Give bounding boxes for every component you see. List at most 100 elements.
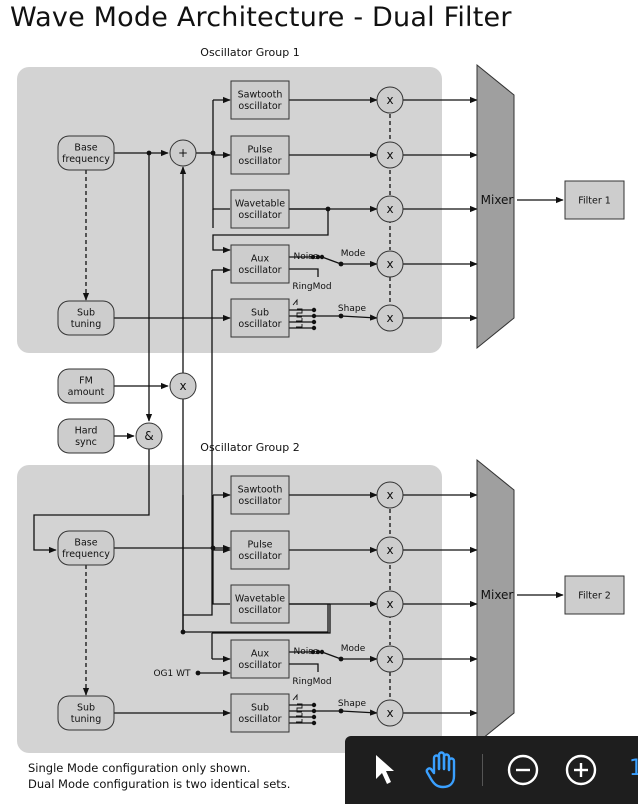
group-1-multiplier-3 [376, 195, 404, 223]
group-1-multiplier-5 [376, 304, 404, 332]
group-1-multiplier-1-symbol: x [386, 93, 393, 107]
group-1-mode-switch-arm [321, 256, 342, 265]
zoom-out-icon[interactable] [501, 736, 545, 804]
group-1-aux-oscillator [230, 244, 290, 284]
hard-sync-and [135, 422, 163, 450]
og1-wt-dot [195, 670, 201, 676]
hard-sync [57, 418, 115, 454]
group-1-mixer-label: Mixer [481, 193, 514, 207]
g2-bus-junction [210, 545, 216, 551]
group-2-panel [17, 465, 442, 753]
group-2-mode-label: Mode [341, 644, 366, 654]
group-2-noise-label: Noise [294, 647, 319, 657]
zoom-in-icon[interactable] [559, 736, 603, 804]
group-1-noise-label: Noise [294, 252, 319, 262]
group-1-multiplier-2 [376, 141, 404, 169]
group-1-multiplier-4-symbol: x [386, 257, 393, 271]
group-2-ringmod-wire [289, 663, 319, 672]
switch-contact [315, 254, 321, 260]
group-1-adder-symbol: + [178, 146, 188, 160]
group-1-sub-oscillator [230, 298, 290, 338]
hard-sync-and-symbol: & [144, 429, 153, 443]
group-2-multiplier-3-symbol: x [386, 597, 393, 611]
group-1-shape-glyphs [292, 298, 303, 328]
group-2-multiplier-4 [376, 645, 404, 673]
group-2-multiplier-2 [376, 536, 404, 564]
switch-contact [311, 702, 317, 708]
group-2-sub-oscillator [230, 693, 290, 733]
g2-aux-loop [212, 604, 331, 634]
switch-contact [311, 313, 317, 319]
switch-contact [311, 325, 317, 331]
group-2-multiplier-2-symbol: x [386, 543, 393, 557]
group-2-multiplier-3 [376, 590, 404, 618]
group-1-ringmod-label: RingMod [292, 282, 331, 292]
switch-contact [319, 254, 325, 260]
switch-contact [311, 307, 317, 313]
group-2-base-frequency [57, 530, 115, 566]
group-2-filter-label: Filter 2 [578, 590, 611, 601]
group-2-multiplier-5-symbol: x [386, 706, 393, 720]
switch-contact [310, 254, 316, 260]
group-1-title: Oscillator Group 1 [200, 46, 299, 59]
fm-multiplier-symbol: x [179, 379, 186, 393]
group-2-multiplier-5 [376, 699, 404, 727]
group-1-filter-label: Filter 1 [578, 195, 611, 206]
fm-group2-junction [180, 629, 186, 635]
group-2-ringmod-label: RingMod [292, 677, 331, 687]
group-1-mixer [476, 63, 515, 350]
switch-contact [315, 649, 321, 655]
group-2-pulse-oscillator [230, 530, 290, 570]
group-1-shape-label: Shape [338, 304, 367, 314]
group-2-shape-label: Shape [338, 699, 367, 709]
zoom-level-text[interactable]: 1 [629, 756, 638, 781]
hand-icon[interactable] [417, 736, 467, 804]
page-title: Wave Mode Architecture - Dual Filter [10, 2, 512, 33]
mode-switch-pivot [338, 261, 344, 267]
group-1-multiplier-1 [376, 86, 404, 114]
group-1-shape-out [340, 314, 378, 321]
group-1-panel [17, 67, 442, 353]
shape-switch-pivot [338, 708, 344, 714]
group-1-multiplier-2-symbol: x [386, 148, 393, 162]
group-1-filter [564, 180, 625, 220]
g1-base-junction [146, 150, 152, 156]
og1-wt-label: OG1 WT [153, 669, 191, 679]
switch-contact [311, 720, 317, 726]
footnote-line-2: Dual Mode configuration is two identical… [28, 777, 291, 791]
group-2-bus-vertical [212, 495, 230, 605]
group-2-filter [564, 575, 625, 615]
toolbar-separator [482, 754, 483, 786]
switch-contact [311, 708, 317, 714]
group-2-multiplier-1 [376, 481, 404, 509]
shape-switch-pivot [338, 313, 344, 319]
group-1-ringmod-wire [289, 268, 319, 277]
group-2-multiplier-4-symbol: x [386, 652, 393, 666]
pointer-icon[interactable] [363, 736, 407, 804]
switch-contact [311, 714, 317, 720]
switch-contact [319, 649, 325, 655]
group-1-base-frequency [57, 135, 115, 171]
group-2-title: Oscillator Group 2 [200, 441, 299, 454]
group-2-shape-out [340, 709, 378, 716]
group-2-mode-switch-arm [321, 651, 342, 660]
group-1-multiplier-5-symbol: x [386, 311, 393, 325]
viewer-toolbar: 1 [345, 736, 638, 804]
fm-amount [57, 368, 115, 404]
g1-wt-junction [325, 206, 331, 212]
mode-switch-pivot [338, 656, 344, 662]
group-2-multiplier-1-symbol: x [386, 488, 393, 502]
